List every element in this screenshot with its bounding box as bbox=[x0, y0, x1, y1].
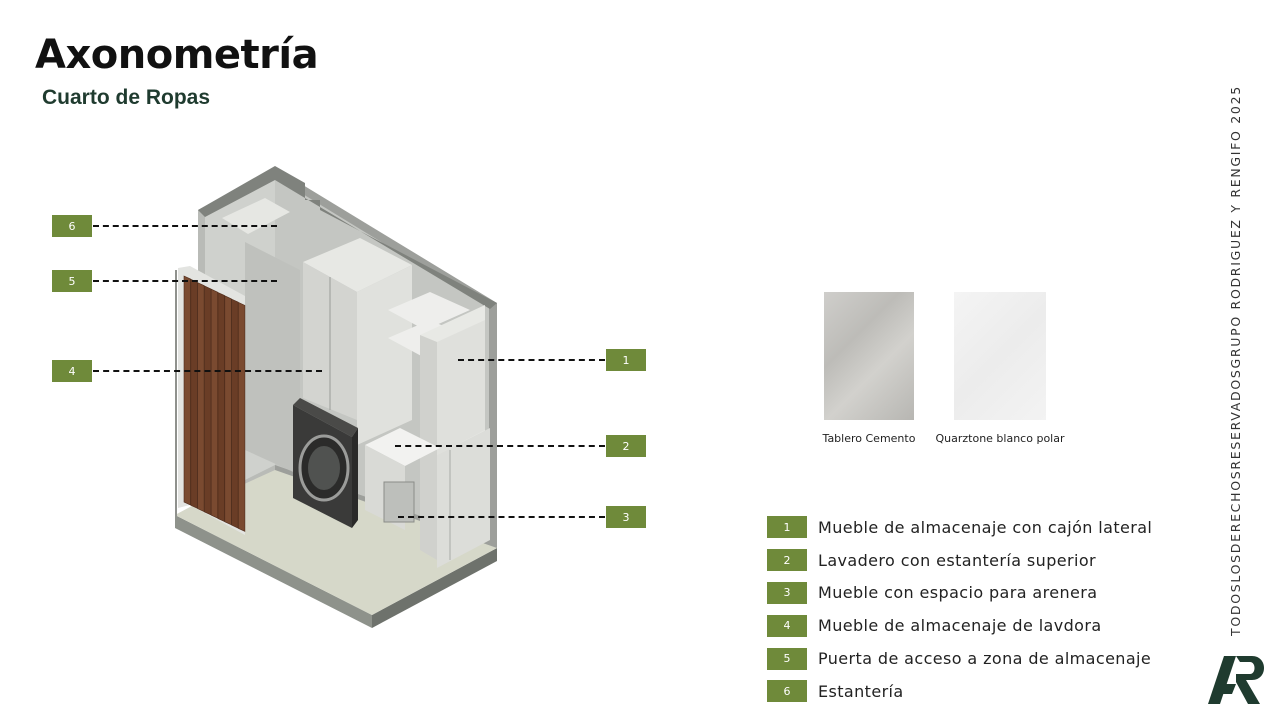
wood-slat bbox=[190, 278, 198, 509]
wood-slat bbox=[197, 282, 205, 513]
brand-logo bbox=[1208, 656, 1264, 704]
wall-cap bbox=[198, 166, 497, 309]
legend-text: Lavadero con estantería superior bbox=[818, 550, 1097, 570]
page-subtitle: Cuarto de Ropas bbox=[42, 86, 211, 109]
axonometric-drawing bbox=[175, 166, 497, 628]
washer-cabinet-top bbox=[303, 238, 412, 292]
washer-top bbox=[293, 398, 358, 437]
legend-text: Estantería bbox=[818, 681, 904, 701]
callout-badge-3: 3 bbox=[606, 506, 646, 528]
legend-badge: 6 bbox=[767, 680, 807, 703]
legend-badge: 4 bbox=[767, 614, 807, 637]
wooden-slat-door bbox=[183, 275, 246, 532]
floor-slab-front bbox=[175, 515, 372, 628]
left-storage-panel bbox=[245, 242, 300, 475]
leader-line-4 bbox=[93, 370, 322, 372]
wood-slat bbox=[183, 275, 191, 506]
leader-line-3 bbox=[398, 516, 605, 518]
page-title: Axonometría bbox=[35, 32, 319, 78]
legend-text: Mueble de almacenaje de lavdora bbox=[818, 616, 1102, 636]
legend-item: 2 Lavadero con estantería superior bbox=[767, 544, 1187, 577]
legend-item: 5 Puerta de acceso a zona de almacenaje bbox=[767, 642, 1187, 675]
legend-text: Mueble de almacenaje con cajón lateral bbox=[818, 517, 1153, 537]
washer-cabinet-side bbox=[357, 265, 412, 445]
litter-box-opening bbox=[383, 481, 415, 523]
callout-badge-6: 6 bbox=[52, 215, 92, 237]
floor-slab-side bbox=[372, 548, 497, 628]
legend-item: 1 Mueble de almacenaje con cajón lateral bbox=[767, 511, 1187, 544]
wood-slat bbox=[224, 295, 232, 526]
legend-badge: 2 bbox=[767, 549, 807, 572]
legend-badge: 1 bbox=[767, 516, 807, 539]
wood-slat bbox=[204, 285, 212, 516]
swatch-quarztone-blanco-polar bbox=[954, 292, 1046, 420]
legend-text: Mueble con espacio para arenera bbox=[818, 583, 1098, 603]
legend: 1 Mueble de almacenaje con cajón lateral… bbox=[767, 511, 1187, 708]
leader-line-2 bbox=[395, 445, 605, 447]
leader-line-5 bbox=[93, 280, 277, 282]
wood-slat bbox=[238, 301, 246, 532]
callout-badge-4: 4 bbox=[52, 360, 92, 382]
floor-surface bbox=[175, 448, 497, 615]
swatch-tablero-cemento bbox=[824, 292, 914, 420]
open-shelf-upper bbox=[388, 292, 470, 330]
legend-badge: 3 bbox=[767, 581, 807, 604]
swatch-label-tablero-cemento: Tablero Cemento bbox=[822, 432, 916, 445]
legend-badge: 5 bbox=[767, 647, 807, 670]
leader-line-6 bbox=[93, 225, 277, 227]
sink-counter bbox=[365, 428, 440, 466]
wood-slat bbox=[231, 298, 239, 529]
callout-badge-1: 1 bbox=[606, 349, 646, 371]
wood-slat bbox=[210, 288, 218, 519]
leader-line-1 bbox=[458, 359, 605, 361]
legend-item: 4 Mueble de almacenaje de lavdora bbox=[767, 609, 1187, 642]
legend-item: 3 Mueble con espacio para arenera bbox=[767, 577, 1187, 610]
swatch-label-quarztone: Quarztone blanco polar bbox=[935, 432, 1065, 445]
callout-badge-2: 2 bbox=[606, 435, 646, 457]
callout-badge-5: 5 bbox=[52, 270, 92, 292]
copyright-vertical-text: TODOSLOSDERECHOSRESERVADOSGRUPO RODRIGUE… bbox=[1228, 85, 1243, 636]
wood-slat bbox=[217, 292, 225, 522]
legend-item: 6 Estantería bbox=[767, 675, 1187, 708]
storage-unit-front bbox=[437, 320, 485, 455]
legend-text: Puerta de acceso a zona de almacenaje bbox=[818, 649, 1152, 669]
